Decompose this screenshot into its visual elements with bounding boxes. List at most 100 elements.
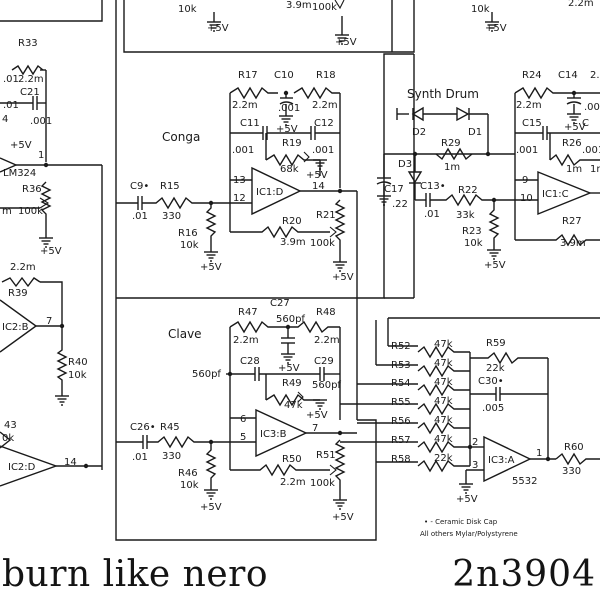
r43-ref: 43 <box>4 420 17 431</box>
r24-value: 2.2m <box>516 100 542 111</box>
r60-ref: R60 <box>564 442 584 453</box>
supply-label: +5V <box>200 502 222 513</box>
r58-value: 22k <box>434 453 453 464</box>
r19-ref: R19 <box>282 138 302 149</box>
r26-value: 1m <box>566 164 582 175</box>
r54-value: 47k <box>434 377 453 388</box>
r45-value: 330 <box>162 451 181 462</box>
r24-ref: R24 <box>522 70 542 81</box>
r55-value: 47k <box>434 396 453 407</box>
pin-label: 12 <box>233 193 246 204</box>
r56-ref: R56 <box>391 416 411 427</box>
c10-ref: C10 <box>274 70 294 81</box>
c29-ref: C29 <box>314 356 334 367</box>
c28-value: 560pf <box>192 369 221 380</box>
r23-ref: R23 <box>462 226 482 237</box>
r49-ref: R49 <box>282 378 302 389</box>
r55-ref: R55 <box>391 397 411 408</box>
ic3b-label: IC3:B <box>260 429 287 440</box>
c11-ref: C11 <box>240 118 260 129</box>
r58-ref: R58 <box>391 454 411 465</box>
r15-value: 330 <box>162 211 181 222</box>
clave-section: Clave R47 2.2m C27 560pf +5V R48 2.2m C2… <box>115 298 377 541</box>
r39-value: 2.2m <box>10 262 36 273</box>
c30-ref: C30• <box>478 376 504 387</box>
r33-value: 2.2m <box>18 74 44 85</box>
pin-label: 14 <box>312 181 325 192</box>
r22-value: 33k <box>456 210 475 221</box>
r45-ref: R45 <box>160 422 180 433</box>
r29-ref: R29 <box>441 138 461 149</box>
r57-ref: R57 <box>391 435 411 446</box>
c26-ref: C26• <box>130 422 156 433</box>
ic1d-label: IC1:D <box>256 187 284 198</box>
top-resistor-value: 3.9m <box>286 0 312 11</box>
supply-label: +5V <box>335 37 357 48</box>
fragment-label: 4 <box>2 114 8 125</box>
top-resistor-value: 2.2m <box>568 0 594 9</box>
c11-value: .001 <box>232 145 254 156</box>
r20-value: 3.9m <box>280 237 306 248</box>
ic3a-part: 5532 <box>512 476 537 487</box>
c27-value: 560pf <box>276 314 305 325</box>
fragment-label: 2.2m <box>590 70 600 81</box>
r47-ref: R47 <box>238 307 258 318</box>
ic2b-label: IC2:B <box>2 322 29 333</box>
synth-drum-section: Synth Drum D2 D1 D3 C17 .22 R29 1m C13• <box>376 54 600 299</box>
c21-ref: C21 <box>20 87 40 98</box>
c12-ref: C12 <box>314 118 334 129</box>
supply-label: +5V <box>484 260 506 271</box>
pin-label: 6 <box>240 414 246 425</box>
conga-section: Conga R17 2.2m C10 .001 +5V R18 2.2m C11… <box>116 53 414 420</box>
fragment-label: .001 <box>584 102 600 113</box>
supply-label: +5V <box>278 363 300 374</box>
c14-ref: C14 <box>558 70 578 81</box>
part-number-caption: 2n3904 <box>452 554 596 595</box>
r47-value: 2.2m <box>233 335 259 346</box>
d3-ref: D3 <box>398 159 412 170</box>
ic2d-label: IC2:D <box>8 462 36 473</box>
c30-value: .005 <box>482 403 504 414</box>
r57-value: 47k <box>434 434 453 445</box>
pin-label: 3 <box>472 460 478 471</box>
supply-label: +5V <box>332 272 354 283</box>
fragment-label: .01 <box>3 74 19 85</box>
r49-value: 47k <box>284 400 303 411</box>
c10-value: .001 <box>278 103 300 114</box>
c27-ref: C27 <box>270 298 290 309</box>
supply-label: +5V <box>200 262 222 273</box>
r19-value: 68k <box>280 164 299 175</box>
mixer-section: R52 R53 R54 R55 R56 R57 R58 47k 47k 47k … <box>340 317 600 538</box>
r40-ref: R40 <box>68 357 88 368</box>
d2-ref: D2 <box>412 127 426 138</box>
r26-ref: R26 <box>562 138 582 149</box>
r18-value: 2.2m <box>312 100 338 111</box>
c26-value: .01 <box>132 452 148 463</box>
r22-ref: R22 <box>458 185 478 196</box>
r48-value: 2.2m <box>314 335 340 346</box>
top-pot-value: 100k <box>312 2 337 13</box>
pin-label: 1 <box>536 448 542 459</box>
brand-caption: burn like nero <box>2 554 269 595</box>
c28-ref: C28 <box>240 356 260 367</box>
r60-value: 330 <box>562 466 581 477</box>
r50-value: 2.2m <box>280 477 306 488</box>
supply-label: +5V <box>306 410 328 421</box>
synth-drum-label: Synth Drum <box>407 87 479 101</box>
r21-value: 100k <box>310 238 335 249</box>
supply-label: +5V <box>276 124 298 135</box>
pin-label: 10 <box>520 193 533 204</box>
fragment-label: m <box>2 206 12 217</box>
pin-label: 14 <box>64 457 77 468</box>
top-resistor-value: 10k <box>471 4 490 15</box>
r36-ref: R36 <box>22 184 42 195</box>
top-partial-section: 10k 3.9m 100k +5V +5V 10k 2.2m +5V <box>0 0 594 298</box>
r27-ref: R27 <box>562 216 582 227</box>
c15-value: .001 <box>516 145 538 156</box>
supply-label: +5V <box>456 494 478 505</box>
c17-ref: C17 <box>384 184 404 195</box>
r16-value: 10k <box>180 240 199 251</box>
r53-value: 47k <box>434 358 453 369</box>
r59-ref: R59 <box>486 338 506 349</box>
left-partial-section: R33 2.2m .01 C21 .01 .001 4 +5V 1 LM324 … <box>0 38 103 487</box>
